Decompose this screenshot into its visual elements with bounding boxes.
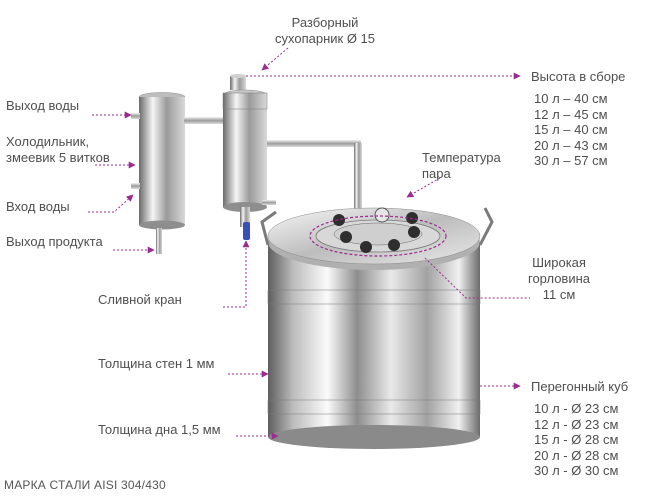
- steamer-column: [222, 74, 268, 240]
- cube-spec-item: 30 л - Ø 30 см: [534, 463, 619, 478]
- cube-spec-list: 10 л - Ø 23 см 12 л - Ø 23 см 15 л - Ø 2…: [534, 401, 618, 479]
- cooler-column: [131, 92, 186, 254]
- label-distillation-cube: Перегонный куб: [531, 379, 629, 394]
- height-spec-item: 10 л – 40 см: [534, 91, 608, 106]
- height-spec-item: 12 л – 45 см: [534, 106, 608, 122]
- label-assembled-height: Высота в сборе: [531, 69, 626, 84]
- cube-spec-item: 15 л - Ø 28 см: [534, 432, 619, 447]
- label-vapor-temperature: Температура пара: [422, 150, 501, 181]
- steel-grade-caption: МАРКА СТАЛИ AISI 304/430: [4, 478, 166, 492]
- label-steamer: Разборный сухопарник Ø 15: [275, 15, 376, 46]
- callout-lines: [88, 47, 530, 440]
- height-spec-list: 10 л – 40 см 12 л – 45 см 15 л – 40 см 2…: [534, 91, 608, 169]
- height-spec-item: 20 л – 43 см: [534, 137, 608, 153]
- cube-spec-item: 10 л - Ø 23 см: [534, 401, 619, 416]
- label-bottom-thickness: Толщина дна 1,5 мм: [98, 422, 221, 437]
- label-drain-valve: Сливной кран: [98, 292, 182, 307]
- neck-highlight: [309, 215, 447, 257]
- cube-spec-item: 12 л - Ø 23 см: [534, 416, 619, 432]
- cube-spec-item: 20 л - Ø 28 см: [534, 447, 619, 463]
- label-wide-neck: Широкая горловина 11 см: [528, 255, 591, 302]
- label-wall-thickness: Толщина стен 1 мм: [98, 356, 215, 371]
- height-spec-item: 30 л – 57 см: [534, 153, 608, 168]
- label-cooler: Холодильник, змеевик 5 витков: [6, 134, 110, 165]
- label-water-in: Вход воды: [6, 199, 70, 214]
- height-spec-item: 15 л – 40 см: [534, 122, 608, 137]
- label-water-out: Выход воды: [6, 98, 80, 113]
- label-product-out: Выход продукта: [6, 234, 103, 249]
- distillation-cube: [260, 207, 494, 449]
- connecting-pipes: [184, 117, 362, 215]
